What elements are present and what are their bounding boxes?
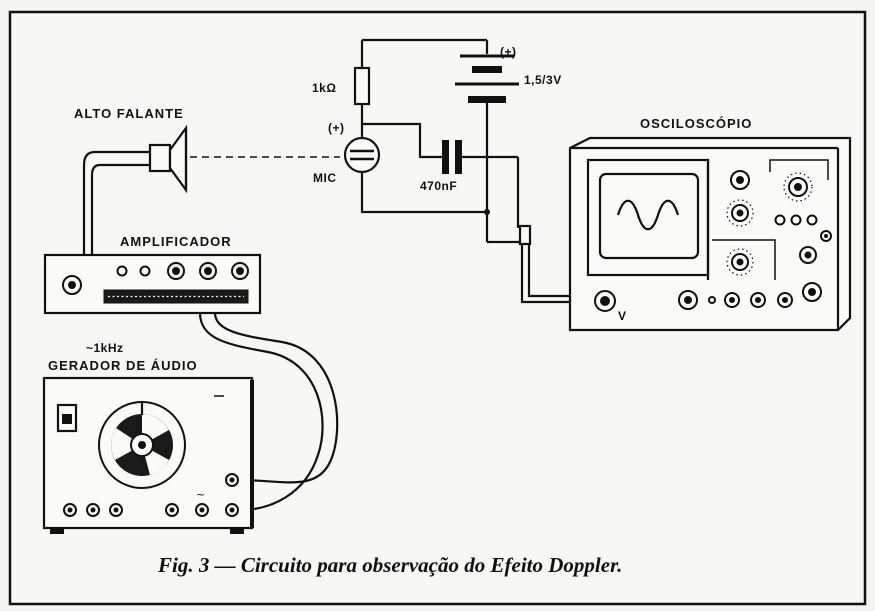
oscilloscope-screen (598, 172, 700, 260)
capacitor-label: 470nF (420, 179, 457, 193)
audio-generator: ~ (42, 376, 254, 534)
speaker (148, 124, 188, 194)
probe-connector (518, 224, 532, 246)
input-v-label: V (618, 309, 627, 323)
resistor-label: 1kΩ (312, 81, 336, 95)
battery-plus-label: (+) (500, 45, 517, 59)
microphone (343, 136, 381, 174)
figure-caption: Fig. 3 — Circuito para observação do Efe… (157, 553, 622, 577)
generator-label: GERADOR DE ÁUDIO (48, 358, 198, 373)
mic-label: MIC (313, 171, 337, 185)
resistor (353, 66, 371, 106)
capacitor (442, 140, 449, 174)
oscilloscope: V (568, 136, 852, 332)
frequency-label: ~1kHz (86, 341, 124, 355)
audio-cable-2 (213, 312, 339, 484)
svg-text:~: ~ (196, 488, 205, 501)
oscilloscope-label: OSCILOSCÓPIO (640, 116, 752, 131)
battery-voltage-label: 1,5/3V (524, 73, 562, 87)
waveform (616, 199, 680, 231)
amplifier (43, 253, 262, 315)
audio-cable-1 (198, 312, 324, 512)
amplifier-label: AMPLIFICADOR (120, 234, 232, 249)
battery (455, 54, 519, 103)
speaker-cable (82, 150, 150, 255)
mic-plus-label: (+) (328, 121, 345, 135)
speaker-label: ALTO FALANTE (74, 106, 184, 121)
speaker-magnet (148, 143, 172, 173)
